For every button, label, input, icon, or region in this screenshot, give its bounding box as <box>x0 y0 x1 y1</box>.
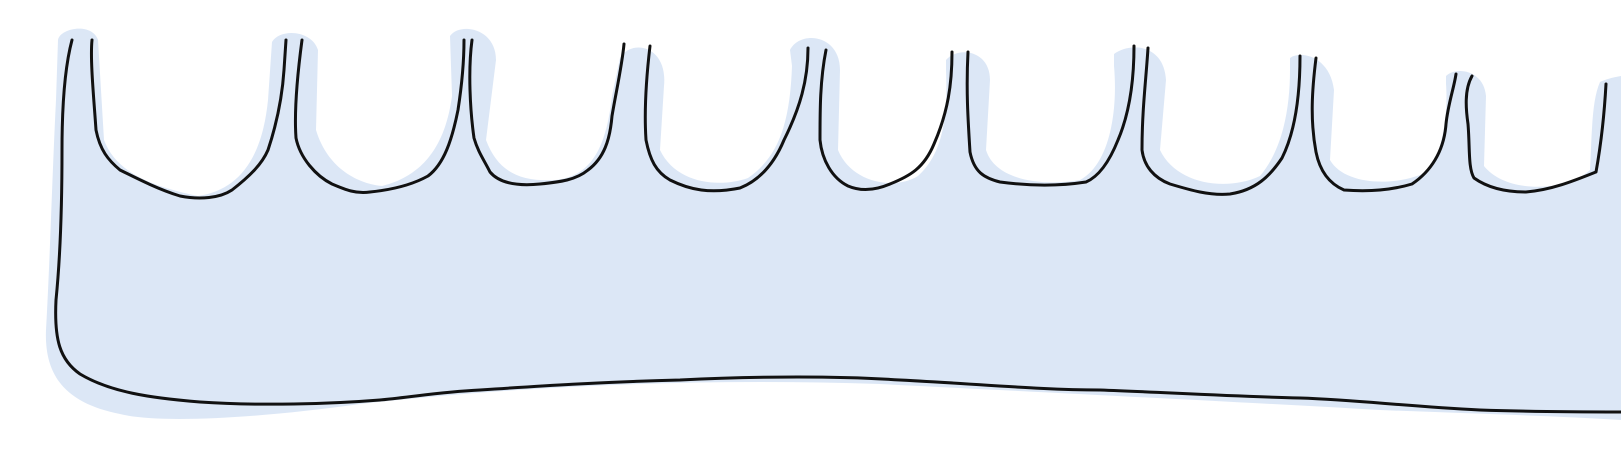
tooth-outline-2 <box>293 38 626 194</box>
tooth-outline-1 <box>89 38 288 200</box>
tooth-outline-5 <box>1310 56 1608 194</box>
shape-outline <box>54 38 1621 414</box>
tooth-outline-3 <box>643 44 954 193</box>
tooth-outline-4 <box>965 44 1302 196</box>
shape-fill-wash <box>45 28 1621 421</box>
